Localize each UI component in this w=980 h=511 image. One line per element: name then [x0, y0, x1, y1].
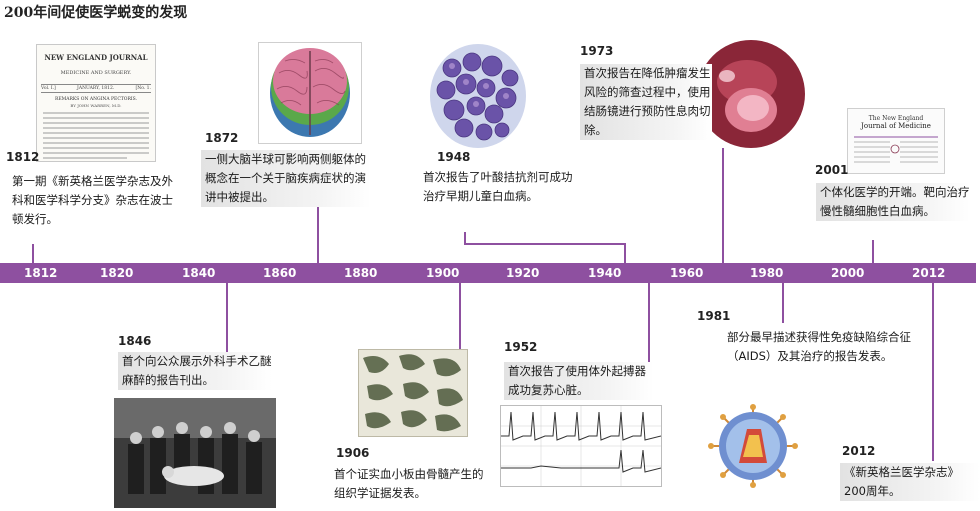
axis-tick-1840: 1840	[182, 266, 216, 280]
connector-1952	[648, 283, 650, 375]
leukemia-cells-image	[430, 44, 526, 148]
journal-2001-subtitle: Journal of Medicine	[861, 122, 931, 130]
journal-1812-cover-image: NEW ENGLAND JOURNAL MEDICINE AND SURGERY…	[36, 44, 156, 162]
year-label-2012: 2012	[842, 444, 876, 458]
year-label-1952: 1952	[504, 340, 538, 354]
polyp-icon	[717, 60, 777, 132]
connector-1973	[722, 148, 724, 264]
event-text-1812: 第一期《新英格兰医学杂志及外科和医学科学分支》杂志在波士顿发行。	[12, 174, 173, 226]
connector-1846	[226, 283, 228, 358]
histology-icon	[363, 354, 463, 432]
axis-tick-1960: 1960	[670, 266, 704, 280]
colonoscopy-image	[697, 40, 805, 148]
axis-tick-1820: 1820	[100, 266, 134, 280]
journal-1812-date: JANUARY, 1812.	[77, 86, 115, 91]
connector-2012	[932, 283, 934, 461]
event-text-1846: 首个向公众展示外科手术乙醚麻醉的报告刊出。	[118, 352, 272, 390]
axis-tick-1812: 1812	[24, 266, 58, 280]
event-text-1906: 首个证实血小板由骨髓产生的组织学证据发表。	[334, 467, 484, 500]
axis-tick-1920: 1920	[506, 266, 540, 280]
journal-2001-title: The New England	[868, 115, 924, 122]
year-label-1872: 1872	[205, 131, 239, 145]
ether-surgery-engraving-image	[114, 398, 276, 508]
connector-1872	[317, 207, 319, 264]
timeline-axis	[0, 263, 976, 283]
year-label-1846: 1846	[118, 334, 152, 348]
connector-1981	[782, 283, 784, 323]
journal-2001-cover-image: The New England Journal of Medicine	[847, 108, 945, 174]
year-label-1981: 1981	[697, 309, 731, 323]
brain-icon	[270, 48, 350, 137]
axis-tick-2000: 2000	[831, 266, 865, 280]
connector-1948-up	[624, 243, 626, 263]
journal-1812-title: NEW ENGLAND JOURNAL	[44, 53, 148, 62]
journal-2001-text-lines	[854, 136, 938, 163]
journal-1812-no: [No. 1.	[135, 86, 151, 91]
event-text-1952: 首次报告了使用体外起搏器成功复苏心脏。	[504, 362, 654, 400]
axis-tick-1900: 1900	[426, 266, 460, 280]
event-text-2012: 《新英格兰医学杂志》200周年。	[840, 463, 980, 501]
connector-1948-horizontal	[464, 243, 626, 245]
blood-cells-icon	[436, 52, 519, 141]
event-text-1973: 首次报告在降低肿瘤发生风险的筛查过程中，使用结肠镜进行预防性息肉切除。	[580, 64, 712, 140]
event-text-1948: 首次报告了叶酸拮抗剂可成功治疗早期儿童白血病。	[423, 170, 573, 203]
connector-1948-down	[464, 232, 466, 244]
year-label-1906: 1906	[336, 446, 370, 460]
axis-tick-1980: 1980	[750, 266, 784, 280]
ecg-strip-image	[500, 405, 662, 487]
year-label-1812: 1812	[6, 150, 40, 164]
virus-icon	[708, 404, 798, 488]
journal-1812-text-lines	[43, 112, 149, 159]
hiv-virus-image	[707, 403, 799, 489]
event-text-2001: 个体化医学的开端。靶向治疗慢性髓细胞性白血病。	[816, 183, 970, 221]
connector-2001	[872, 240, 874, 264]
axis-tick-1940: 1940	[588, 266, 622, 280]
platelet-histology-image	[358, 349, 468, 437]
brain-image	[258, 42, 362, 144]
journal-1812-author: BY JOHN WARREN, M.D.	[70, 103, 122, 108]
surgery-scene-icon	[114, 398, 276, 508]
year-label-2001: 2001	[815, 163, 849, 177]
journal-1812-heading: REMARKS ON ANGINA PECTORIS.	[55, 97, 137, 102]
axis-tick-2012: 2012	[912, 266, 946, 280]
journal-1812-vol: Vol. I.]	[41, 86, 56, 91]
axis-tick-1860: 1860	[263, 266, 297, 280]
connector-1812	[32, 244, 34, 264]
axis-tick-1880: 1880	[344, 266, 378, 280]
year-label-1973: 1973	[580, 44, 614, 58]
page-title: 200年间促使医学蜕变的发现	[4, 5, 188, 21]
event-text-1981: 部分最早描述获得性免疫缺陷综合征（AIDS）及其治疗的报告发表。	[727, 330, 911, 363]
connector-1906	[459, 283, 461, 351]
event-text-1872: 一侧大脑半球可影响两侧躯体的概念在一个关于脑疾病症状的演讲中被提出。	[201, 150, 371, 207]
year-label-1948: 1948	[437, 150, 471, 164]
journal-1812-subtitle: MEDICINE AND SURGERY.	[60, 70, 132, 76]
ecg-trace-icon	[501, 406, 661, 486]
